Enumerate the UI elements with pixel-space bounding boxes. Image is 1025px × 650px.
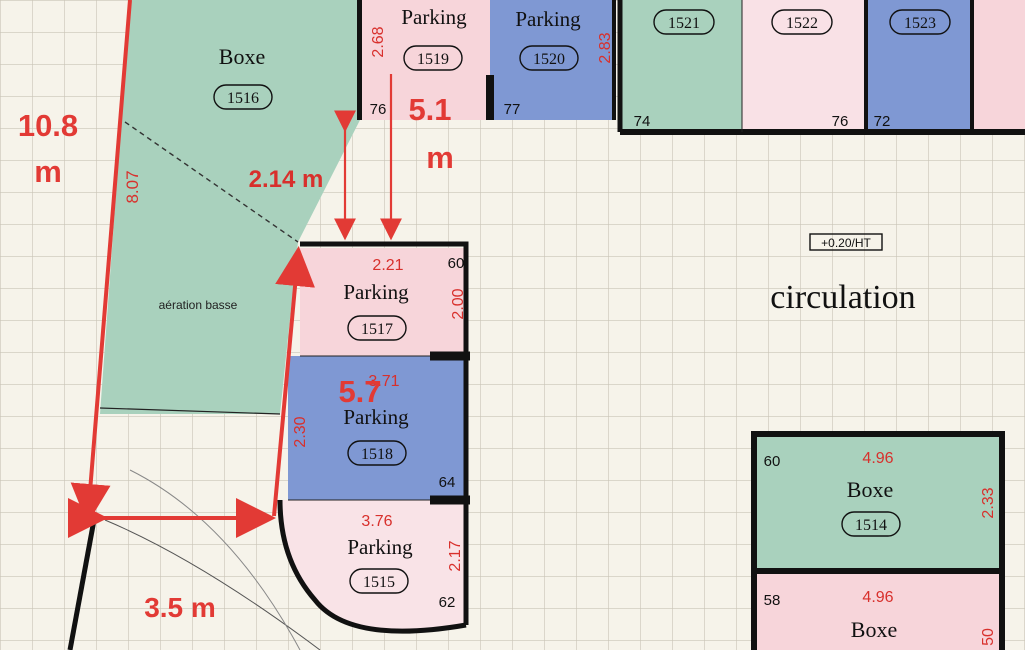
circulation-label: circulation [770,279,915,316]
space-1517-fill [300,248,466,356]
space-1514-kind: Boxe [847,477,893,502]
measure-depth-line [272,246,315,517]
wall-curve [277,499,467,634]
space-1516-id: 1516 [227,90,259,107]
space-1520-id: 1520 [533,51,565,68]
space-1515-dim-width: 3.76 [361,513,392,530]
space-bottom-dim-width: 4.96 [862,589,893,606]
space-1523-fill [866,0,972,132]
measure-top-width-value: 5.1 [408,92,451,127]
space-1514-fill [754,434,1002,568]
measure-bottom-width-value: 3.5 m [144,592,216,623]
wall-left [67,519,97,650]
space-1515-id-pill [349,568,409,594]
space-1518-dim-width: 3.71 [368,373,399,390]
space-1517-dim-width: 2.21 [372,257,403,274]
space-1519-dim: 2.68 [370,26,387,57]
measure-gap-value: 2.14 m [249,166,324,193]
thin-divider [99,407,281,415]
space-extra-fill [972,0,1025,132]
space-1522-id: 1522 [786,15,818,32]
space-1519-id-pill [403,45,463,71]
space-1521-extra: 74 [634,113,651,130]
space-1515-dim-depth: 2.17 [447,540,464,571]
space-1514-id-pill [841,511,901,537]
space-1515-fill [280,500,466,632]
measure-left-height-unit: m [34,154,62,189]
space-1522-fill [742,0,866,132]
space-1521-id: 1521 [668,15,700,32]
level-tag-box [809,233,883,251]
space-1518-dim-depth: 2.30 [292,416,309,447]
space-1514-dim-width: 4.96 [862,450,893,467]
space-1518-fill [288,356,466,500]
space-1515-kind: Parking [347,535,413,559]
measure-top-width-unit: m [426,140,454,175]
space-bottom-extra: 58 [764,592,781,609]
space-1516-dim: 8.07 [123,170,142,203]
space-1523-id: 1523 [904,15,936,32]
space-1523-id-pill [889,9,951,35]
space-1518-id-pill [347,440,407,466]
measure-depth-value: 5.7 [338,374,381,409]
space-1515-id: 1515 [363,574,395,591]
space-1516-fill [100,0,360,414]
measure-left-height-value: 10.8 [18,108,78,143]
space-1520-id-pill [519,45,579,71]
space-1514-dim-depth: 2.33 [980,487,997,518]
space-1515-extra: 62 [439,594,456,611]
space-1517-kind: Parking [343,280,409,304]
space-1518-kind: Parking [343,405,409,429]
space-bottom-fill [754,574,1002,650]
space-1517-id-pill [347,315,407,341]
space-1521-fill [620,0,742,132]
space-1520-fill [490,0,614,120]
aeration-label: aération basse [159,298,238,312]
wall-right-boxes [751,431,1005,650]
space-1517-id: 1517 [361,321,393,338]
space-1521-id-pill [653,9,715,35]
space-1520-dim: 2.83 [597,32,614,63]
space-1517-dim-depth: 2.00 [450,288,467,319]
space-1518-extra: 64 [439,474,456,491]
space-1514-extra: 60 [764,453,781,470]
space-bottom-kind: Boxe [851,617,897,642]
space-1516-kind: Boxe [219,44,265,69]
space-1514-id: 1514 [855,517,887,534]
space-1520-kind: Parking [515,7,581,31]
space-1519-fill [362,0,490,120]
space-1516-id-pill [213,84,273,110]
level-tag: +0.20/HT [821,236,871,250]
space-1520-extra: 77 [504,101,521,118]
space-1522-id-pill [771,9,833,35]
space-1523-extra: 72 [874,113,891,130]
ramp-curve [129,469,301,650]
space-1518-id: 1518 [361,446,393,463]
space-1517-extra: 60 [448,255,465,272]
space-bottom-dim-depth: 50 [980,628,997,646]
measure-left-height-line [70,0,132,524]
space-1519-kind: Parking [401,5,467,29]
space-1519-extra: 76 [370,101,387,118]
space-1519-id: 1519 [417,51,449,68]
space-1522-extra: 76 [832,113,849,130]
dashed-divider [124,121,299,243]
